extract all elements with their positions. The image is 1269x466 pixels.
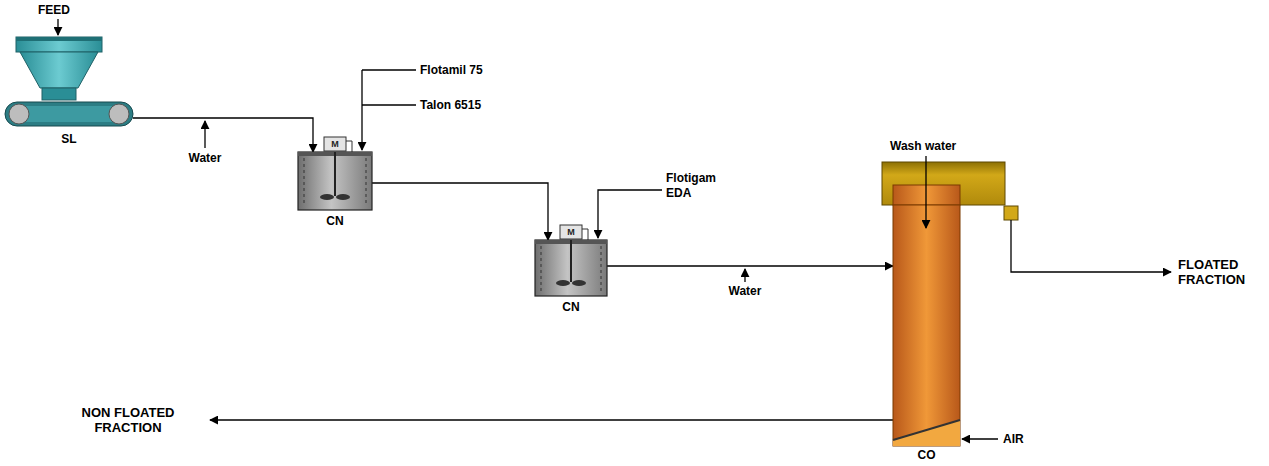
conditioner-tank-shape xyxy=(535,240,607,296)
equipment-tag: SL xyxy=(61,132,76,146)
stream-label: Water xyxy=(720,284,770,298)
reagent-label: Flotamil 75 xyxy=(420,63,483,77)
equipment-tag: CO xyxy=(918,448,936,462)
stream-label: FEED xyxy=(38,3,70,17)
conveyor-belt-shape xyxy=(5,100,133,128)
reagent-line xyxy=(362,70,416,150)
conditioner-tank-shape xyxy=(298,152,372,210)
reagent-label: Talon 6515 xyxy=(420,98,481,112)
reagent-label: Flotigam EDA xyxy=(666,171,728,201)
motor-label: M xyxy=(324,137,346,151)
stream-label: Wash water xyxy=(890,139,956,153)
product-label: NON FLOATED FRACTION xyxy=(52,405,204,435)
conveyor-belt: SL xyxy=(5,100,133,128)
flotation-column: CO xyxy=(893,205,960,446)
stream-label: AIR xyxy=(1003,432,1024,446)
water-arrow xyxy=(204,121,205,148)
slurry-line xyxy=(133,118,313,152)
water-arrow xyxy=(744,269,745,282)
conditioner-tank: CN xyxy=(298,152,372,210)
motor-label: M xyxy=(560,225,582,239)
slurry-line xyxy=(372,183,548,240)
floated-output-line xyxy=(1011,220,1171,272)
stream-label: Water xyxy=(180,151,230,165)
equipment-tag: CN xyxy=(326,214,343,228)
equipment-tag: CN xyxy=(562,300,579,314)
tailings-output-line xyxy=(210,419,893,420)
conditioner-tank: CN xyxy=(535,240,607,296)
feed-arrow xyxy=(57,19,58,35)
product-label: FLOATED FRACTION xyxy=(1178,257,1266,287)
slurry-line xyxy=(607,265,893,266)
reagent-line xyxy=(598,190,662,238)
flotation-column-shape xyxy=(893,205,960,446)
feed-hopper xyxy=(16,37,102,100)
wash-water-arrow xyxy=(925,156,926,228)
air-arrow xyxy=(962,438,998,439)
